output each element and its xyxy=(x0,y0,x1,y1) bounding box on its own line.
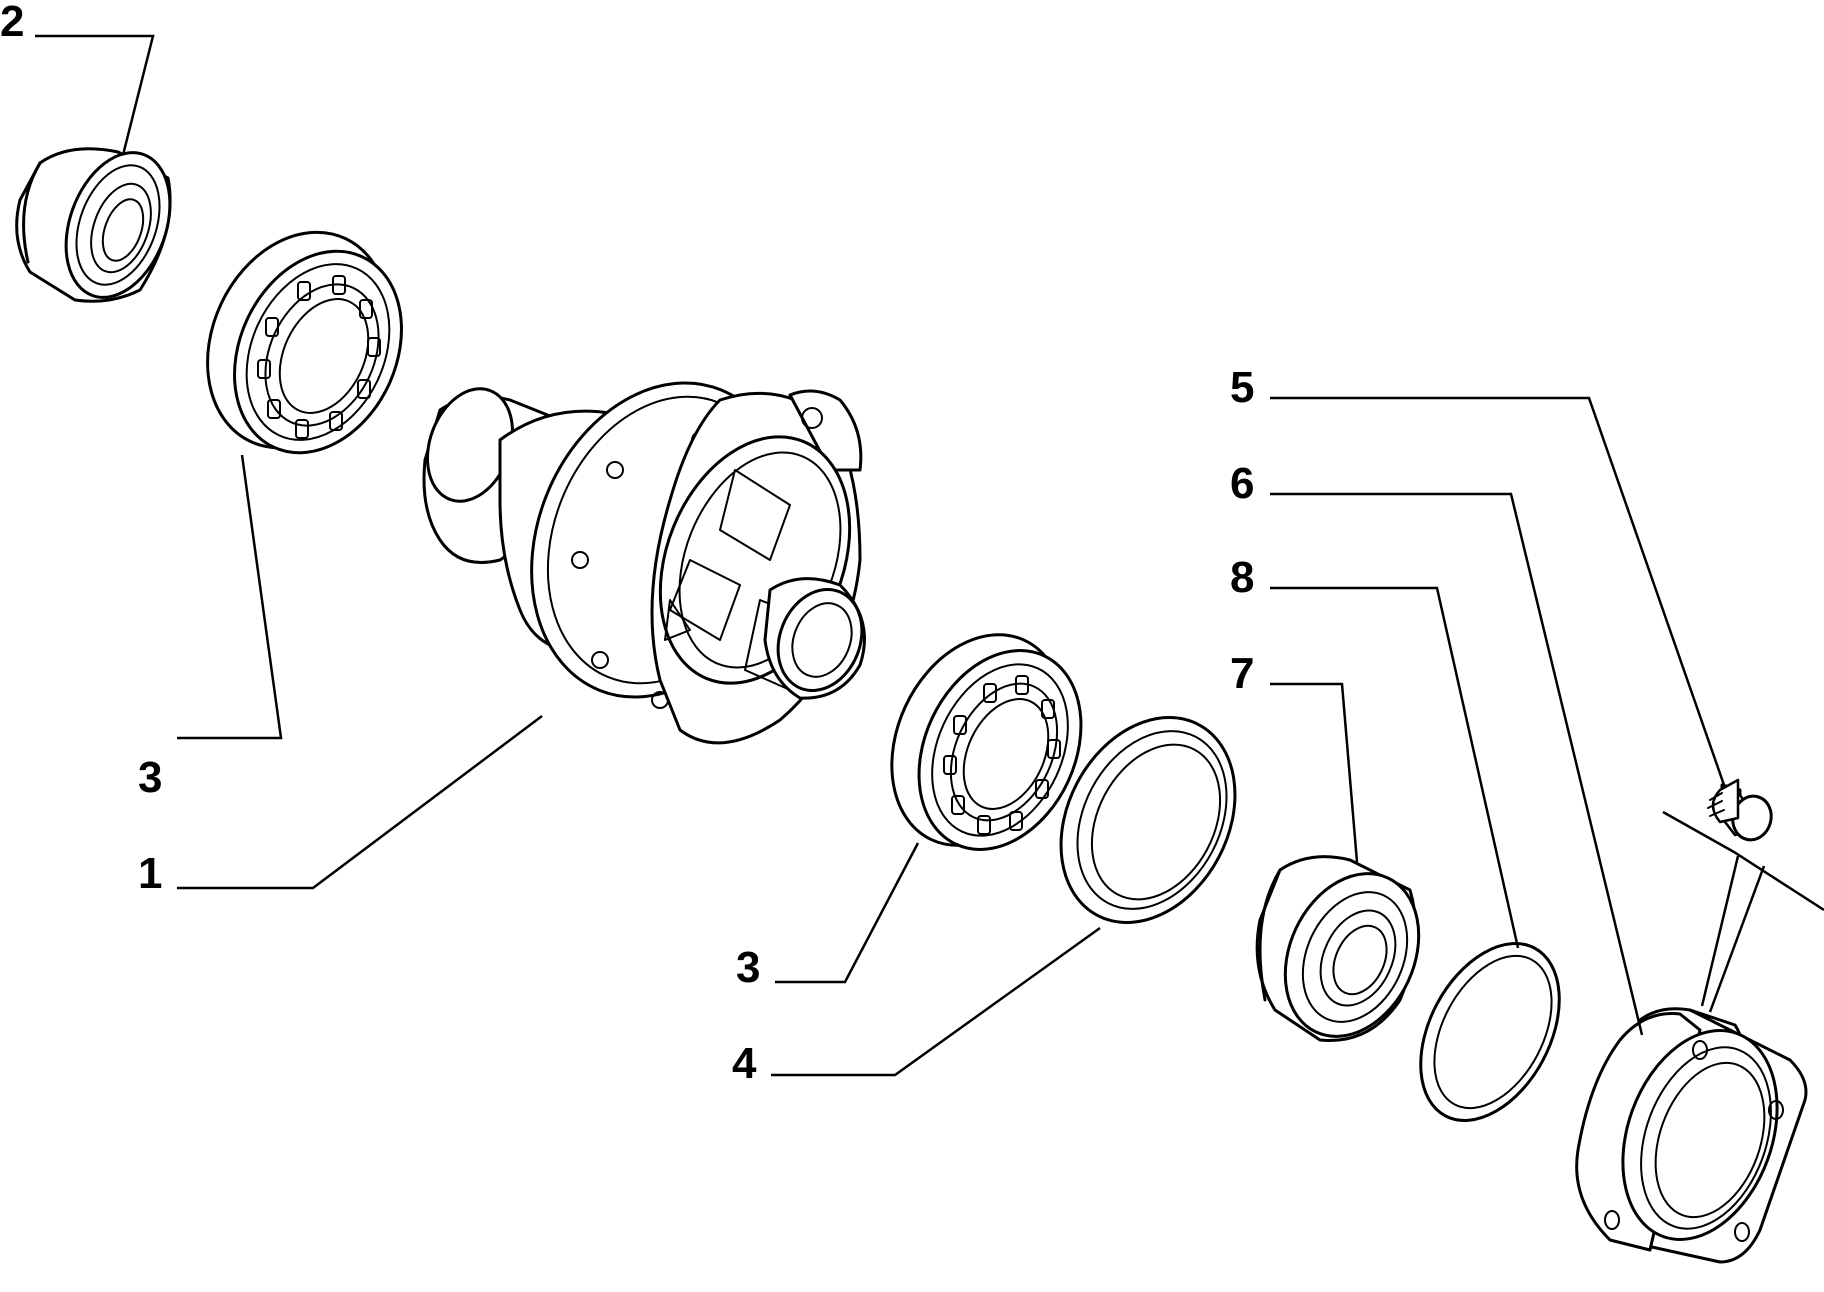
part-6-bearing-cap xyxy=(1575,1007,1808,1264)
callout-labels: 2 3 1 3 4 5 6 8 7 xyxy=(0,0,1254,1088)
callout-3-top: 3 xyxy=(138,753,162,802)
callout-2: 2 xyxy=(0,0,24,46)
callout-8: 8 xyxy=(1230,553,1254,602)
leader-line-7 xyxy=(1270,682,1359,863)
leader-line-4 xyxy=(771,926,1101,1077)
callout-3-bottom: 3 xyxy=(736,943,760,992)
axis-line-right xyxy=(1662,810,1824,912)
part-4-seal-ring xyxy=(1059,716,1237,924)
callout-1: 1 xyxy=(138,849,162,898)
leader-line-5 xyxy=(1270,396,1726,786)
leader-lines xyxy=(35,34,1824,1077)
part-7-bearing xyxy=(1255,855,1421,1042)
leader-line-8 xyxy=(1270,586,1520,949)
leader-line-3-top xyxy=(177,454,283,740)
part-5-bolt xyxy=(1707,778,1773,842)
callout-5: 5 xyxy=(1230,363,1254,412)
axis-guide-right xyxy=(1708,865,1766,1013)
part-1-differential-housing xyxy=(422,381,866,745)
part-2-bearing xyxy=(15,147,172,303)
leader-line-1 xyxy=(177,715,543,890)
leader-line-2 xyxy=(35,34,155,156)
callout-7: 7 xyxy=(1230,649,1254,698)
axis-guide-left xyxy=(1700,855,1740,1007)
leader-line-6 xyxy=(1270,492,1644,1036)
callout-4: 4 xyxy=(732,1039,757,1088)
part-3-bottom-roller-bearing xyxy=(890,633,1083,851)
part-8-shim-ring xyxy=(1419,942,1561,1122)
callout-6: 6 xyxy=(1230,459,1254,508)
leader-line-3-bottom xyxy=(775,842,920,984)
part-3-top-roller-bearing xyxy=(206,230,403,455)
